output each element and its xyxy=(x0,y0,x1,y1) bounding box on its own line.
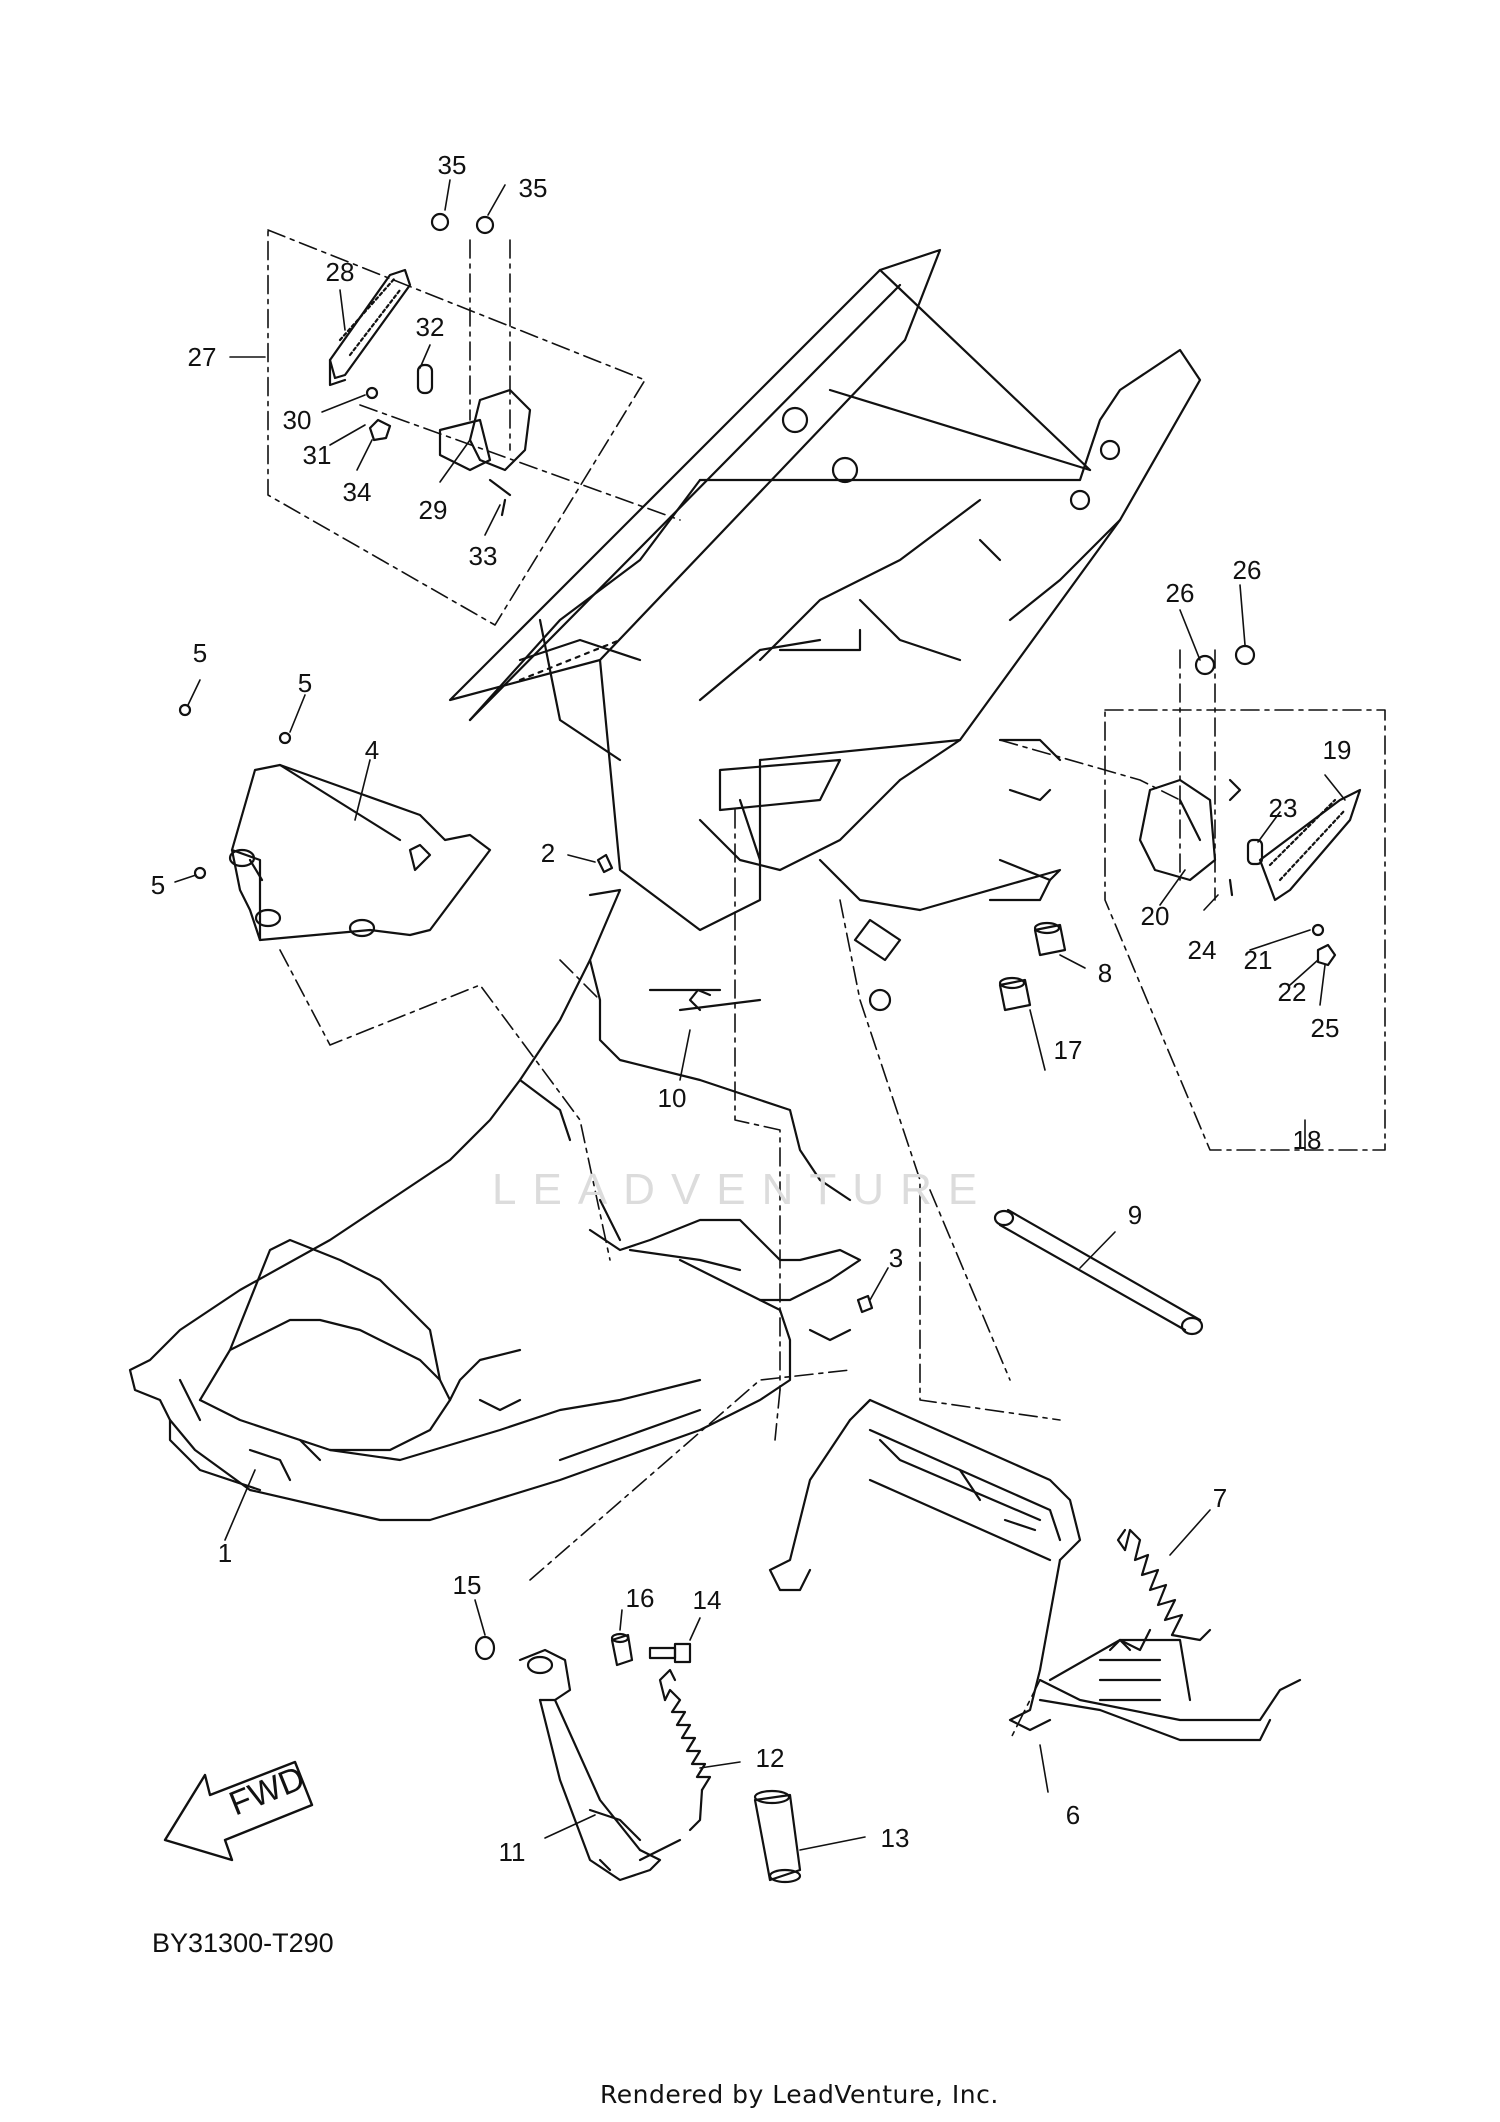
callout-26a: 26 xyxy=(1165,578,1195,608)
callout-32: 32 xyxy=(415,312,445,342)
callout-24: 24 xyxy=(1187,935,1217,965)
callout-28: 28 xyxy=(325,257,355,287)
callout-16: 16 xyxy=(625,1583,655,1613)
callout-3: 3 xyxy=(888,1243,904,1273)
callout-14: 14 xyxy=(692,1585,722,1615)
right-footrest-group xyxy=(1138,644,1362,967)
callout-30: 30 xyxy=(282,405,312,435)
frame-assembly xyxy=(448,248,1202,1012)
render-credit: Rendered by LeadVenture, Inc. xyxy=(600,2080,999,2109)
callout-4: 4 xyxy=(364,735,380,765)
callout-1: 1 xyxy=(217,1538,233,1568)
callout-25: 25 xyxy=(1310,1013,1340,1043)
clip-and-bolts xyxy=(178,703,874,1314)
callout-8: 8 xyxy=(1097,958,1113,988)
callout-5b: 5 xyxy=(297,668,313,698)
callout-27: 27 xyxy=(187,342,217,372)
left-footrest-group xyxy=(328,212,532,517)
spring-part-12 xyxy=(658,1668,712,1832)
callout-23: 23 xyxy=(1268,793,1298,823)
callout-5a: 5 xyxy=(192,638,208,668)
callout-12: 12 xyxy=(755,1743,785,1773)
collar-part-13 xyxy=(753,1789,802,1884)
callout-20: 20 xyxy=(1140,901,1170,931)
main-stand-part-6 xyxy=(768,1398,1302,1742)
callout-21: 21 xyxy=(1243,945,1273,975)
spring-part-7 xyxy=(1116,1528,1212,1642)
callout-13: 13 xyxy=(880,1823,910,1853)
callout-17: 17 xyxy=(1053,1035,1083,1065)
floor-cover-part-1 xyxy=(128,888,862,1522)
damper-parts xyxy=(998,921,1067,1012)
callout-5c: 5 xyxy=(150,870,166,900)
callout-10: 10 xyxy=(657,1083,687,1113)
callout-35b: 35 xyxy=(518,173,548,203)
callout-29: 29 xyxy=(418,495,448,525)
callout-26b: 26 xyxy=(1232,555,1262,585)
callout-19: 19 xyxy=(1322,735,1352,765)
watermark-text: LEADVENTURE xyxy=(492,1165,994,1214)
callout-34: 34 xyxy=(342,477,372,507)
side-stand-part-11 xyxy=(518,1648,682,1882)
callout-2: 2 xyxy=(540,838,556,868)
callout-6: 6 xyxy=(1065,1800,1081,1830)
fwd-arrow-icon xyxy=(163,1760,314,1862)
callout-15: 15 xyxy=(452,1570,482,1600)
callout-35a: 35 xyxy=(437,150,467,180)
callout-7: 7 xyxy=(1212,1483,1228,1513)
callout-9: 9 xyxy=(1127,1200,1143,1230)
callout-22: 22 xyxy=(1277,977,1307,1007)
callout-18: 18 xyxy=(1292,1125,1322,1155)
leader-lines xyxy=(267,229,1386,1741)
mud-guard-part-4 xyxy=(228,763,492,942)
pivot-shaft-part-9 xyxy=(993,1208,1204,1336)
small-hardware-parts xyxy=(474,1632,692,1667)
callout-33: 33 xyxy=(468,541,498,571)
callout-leaders xyxy=(174,179,1346,1851)
callout-31: 31 xyxy=(302,440,332,470)
diagram-code: BY31300-T290 xyxy=(152,1928,334,1958)
callout-11: 11 xyxy=(498,1837,526,1867)
